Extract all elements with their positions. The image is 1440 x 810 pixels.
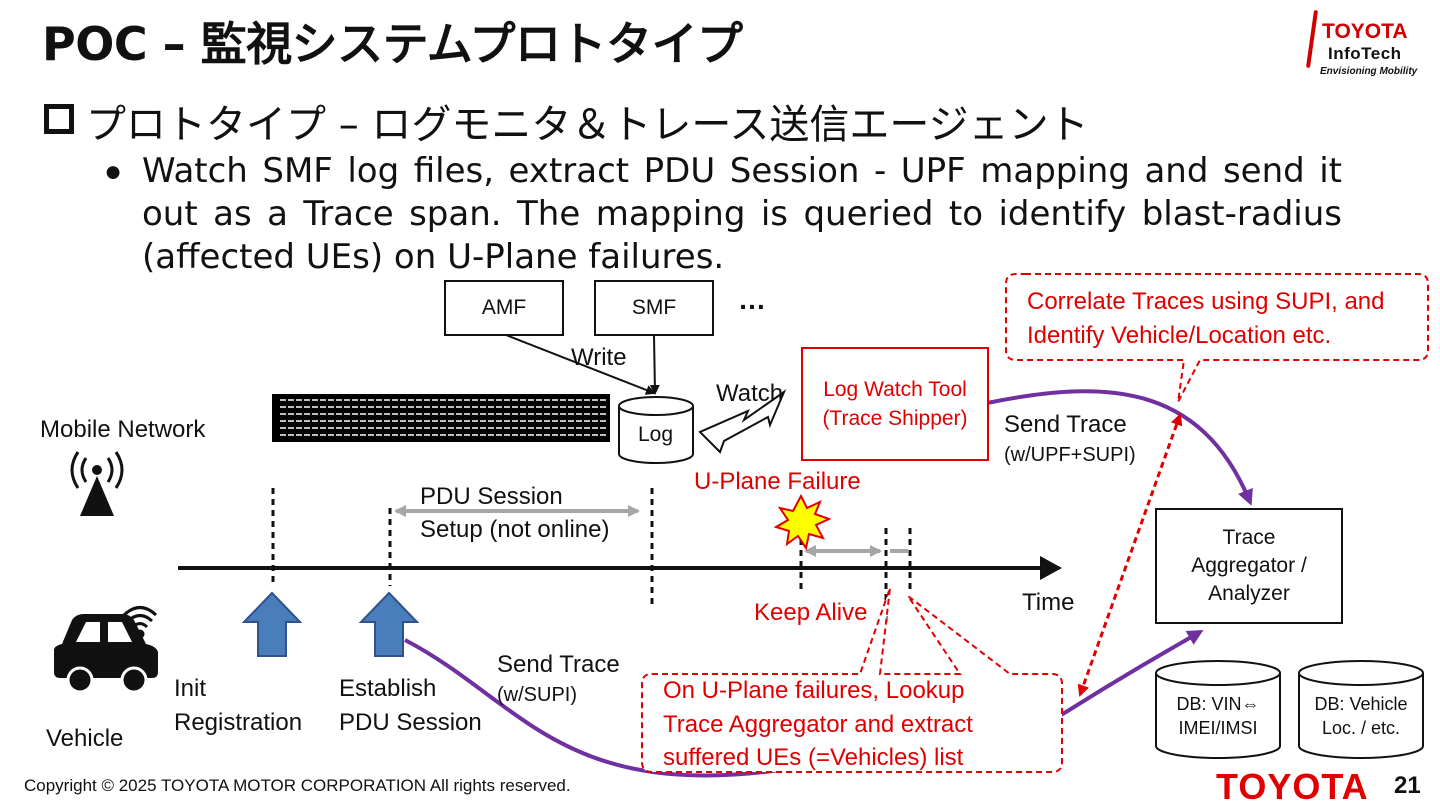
vehicle-label: Vehicle <box>46 725 124 752</box>
db-vin-cylinder <box>1155 660 1281 759</box>
correlate-line1: Correlate Traces using SUPI, and <box>1027 288 1385 315</box>
establish-line1: Establish <box>339 675 437 702</box>
log-cylinder <box>618 396 694 464</box>
more-nf-ellipsis: … <box>738 284 766 315</box>
correlate-line2: Identify Vehicle/Location etc. <box>1027 322 1332 349</box>
log-watch-tool-box: Log Watch Tool (Trace Shipper) <box>801 347 989 461</box>
log-label: Log <box>638 423 674 446</box>
init-line2: Registration <box>174 709 303 736</box>
lookup-callout <box>641 587 1063 773</box>
db-vehicle-line1: DB: Vehicle <box>1314 694 1408 714</box>
toyota-infotech-logo: TOYOTA InfoTech Envisioning Mobility <box>1305 10 1428 80</box>
cell-tower-icon <box>70 451 124 516</box>
watch-label: Watch <box>716 380 784 407</box>
agg-line1: Trace <box>1222 526 1276 549</box>
lookup-line1: On U-Plane failures, Lookup <box>663 677 965 704</box>
keep-alive-label: Keep Alive <box>754 599 868 626</box>
page-number: 21 <box>1394 772 1421 799</box>
slide-subtitle: プロトタイプ – ログモニタ＆トレース送信エージェント <box>86 102 1089 148</box>
send-trace-supi-line1: Send Trace <box>497 651 620 678</box>
watch-arrow-icon <box>698 389 787 454</box>
copyright: Copyright © 2025 TOYOTA MOTOR CORPORATIO… <box>24 776 571 795</box>
pdu-setup-line2: Setup (not online) <box>420 516 610 543</box>
pdu-setup-line1: PDU Session <box>420 483 563 510</box>
bullet-text: Watch SMF log files, extract PDU Session… <box>142 151 1342 277</box>
send-trace-upf-line1: Send Trace <box>1004 411 1127 438</box>
time-label: Time <box>1022 589 1075 616</box>
db-vin-line1: DB: VIN⇔ <box>1176 694 1260 714</box>
slide-title: POC – 監視システムプロトタイプ <box>42 17 743 71</box>
agg-line2: Aggregator / <box>1191 554 1307 577</box>
wifi-icon <box>122 606 158 639</box>
establish-pdu-arrow <box>358 591 420 657</box>
establish-line2: PDU Session <box>339 709 482 736</box>
trace-aggregator-box: Trace Aggregator / Analyzer <box>1155 508 1343 624</box>
send-trace-upf-line2: (w/UPF+SUPI) <box>1004 444 1136 466</box>
logo-tagline: Envisioning Mobility <box>1320 66 1418 77</box>
failure-burst-icon <box>773 493 832 551</box>
db-vehicle-line2: Loc. / etc. <box>1321 718 1401 738</box>
log-screenshot <box>272 394 610 442</box>
smf-write-arrow <box>649 334 660 395</box>
write-label: Write <box>571 344 627 371</box>
init-line1: Init <box>174 675 207 702</box>
db-vin-label: DB: VIN⇔ IMEI/IMSI <box>1156 692 1280 740</box>
agg-line3: Analyzer <box>1208 582 1290 605</box>
lookup-line2: Trace Aggregator and extract <box>663 711 973 738</box>
square-bullet-icon <box>44 104 74 134</box>
init-registration-arrow <box>241 591 303 657</box>
smf-box: SMF <box>594 280 714 336</box>
bullet-dot-icon: ● <box>104 155 123 188</box>
amf-box: AMF <box>444 280 564 336</box>
footer-brand-logo: TOYOTA <box>1216 766 1369 807</box>
lookup-line3: suffered UEs (=Vehicles) list <box>663 744 964 771</box>
log-watch-line2: (Trace Shipper) <box>822 407 968 430</box>
send-trace-supi-line2: (w/SUPI) <box>497 684 577 706</box>
db-vin-line2: IMEI/IMSI <box>1178 718 1258 738</box>
correlate-callout <box>1005 273 1429 403</box>
db-vehicle-label: DB: Vehicle Loc. / etc. <box>1299 692 1423 740</box>
time-axis-arrowhead <box>1040 556 1062 580</box>
mobile-network-label: Mobile Network <box>40 416 206 443</box>
db-vehicle-cylinder <box>1298 660 1424 759</box>
car-icon <box>54 614 158 694</box>
uplane-failure-label: U-Plane Failure <box>694 468 861 495</box>
send-trace-upf-arrow <box>986 389 1253 506</box>
logo-line1: TOYOTA <box>1322 20 1408 43</box>
logo-line2: InfoTech <box>1328 44 1402 63</box>
log-watch-line1: Log Watch Tool <box>823 378 967 401</box>
amf-write-arrow <box>505 334 656 395</box>
